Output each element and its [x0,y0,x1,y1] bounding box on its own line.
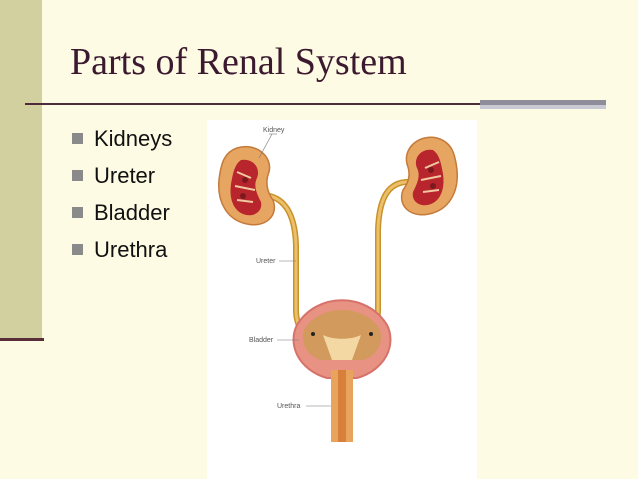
right-kidney [400,136,458,216]
renal-system-illustration: Kidney Ureter Bladder Urethra [207,120,477,479]
bullet-item-ureter: Ureter [72,157,172,194]
slide-title: Parts of Renal System [70,41,407,83]
urethra [331,370,353,442]
bullet-item-kidneys: Kidneys [72,120,172,157]
left-decor-line [0,338,44,341]
bullet-square-icon [72,207,83,218]
renal-diagram: Kidney Ureter Bladder Urethra [218,127,458,442]
bullet-item-bladder: Bladder [72,194,172,231]
bullet-item-urethra: Urethra [72,231,172,268]
urethra-label: Urethra [277,403,300,410]
kidney-label: Kidney [263,127,285,134]
left-kidney [218,145,276,226]
accent-bar-shadow [480,105,606,109]
title-rule [25,103,480,105]
bladder [292,299,392,379]
bullet-square-icon [72,133,83,144]
accent-bar [480,100,606,105]
left-decor-band [0,0,42,340]
kidney-leader-line-2 [258,133,273,159]
bladder-label: Bladder [249,337,274,344]
ureter-label: Ureter [256,258,276,265]
bullet-text: Bladder [94,199,170,225]
bullet-text: Ureter [94,162,156,188]
bullet-text: Kidneys [94,125,173,151]
bullet-square-icon [72,170,83,181]
bullet-text: Urethra [94,236,168,262]
bullet-list: Kidneys Ureter Bladder Urethra [72,120,172,268]
bullet-square-icon [72,244,83,255]
